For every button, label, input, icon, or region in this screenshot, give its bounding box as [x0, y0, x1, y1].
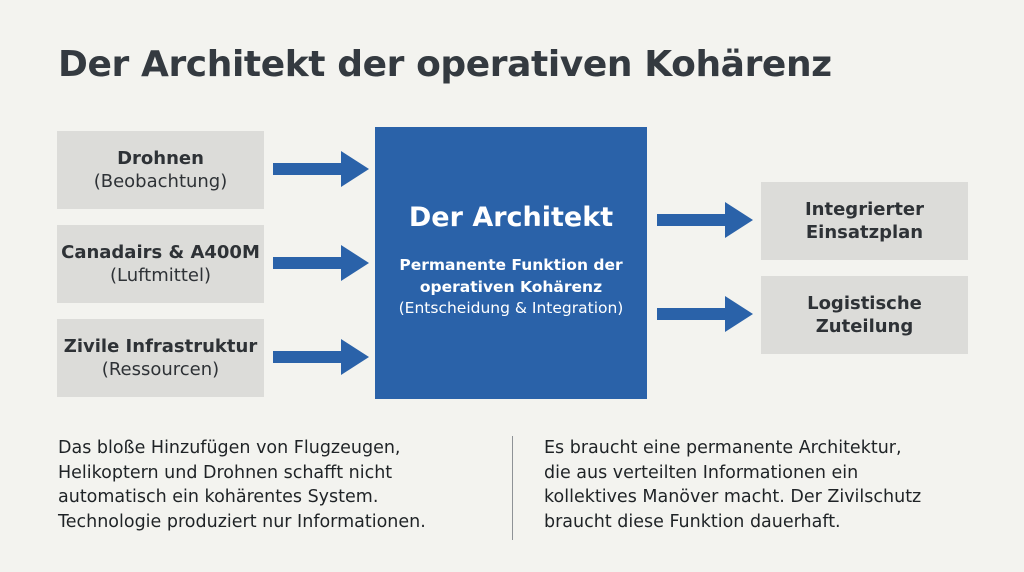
- output-box-line-1: Logistische: [807, 292, 922, 314]
- input-box-sublabel: (Beobachtung): [93, 171, 228, 192]
- input-box-luftmittel: Canadairs & A400M (Luftmittel): [57, 225, 264, 303]
- paragraph-line: automatisch ein kohärentes System.: [58, 487, 379, 507]
- input-box-label: Zivile Infrastruktur: [63, 335, 258, 357]
- output-box-einsatzplan: Integrierter Einsatzplan: [761, 182, 968, 260]
- arrow-right-icon: [273, 245, 369, 281]
- paragraph-line: kollektives Manöver macht. Der Zivilschu…: [544, 487, 922, 507]
- output-box-line-2: Einsatzplan: [805, 222, 924, 243]
- output-box-zuteilung: Logistische Zuteilung: [761, 276, 968, 354]
- architect-title: Der Architekt: [408, 201, 614, 233]
- paragraph-line: Das bloße Hinzufügen von Flugzeugen,: [58, 438, 401, 458]
- arrow-right-icon: [273, 339, 369, 375]
- paragraph-line: Technologie produziert nur Informationen…: [58, 511, 426, 532]
- arrow-right-icon: [273, 151, 369, 187]
- bottom-left-paragraph: Das bloße Hinzufügen von Flugzeugen, Hel…: [58, 436, 426, 534]
- input-box-label: Canadairs & A400M: [61, 241, 260, 263]
- architect-line-3: (Entscheidung & Integration): [398, 299, 624, 318]
- paragraph-line: Helikoptern und Drohnen schafft nicht: [58, 462, 393, 483]
- bottom-right-paragraph: Es braucht eine permanente Architektur, …: [544, 436, 921, 534]
- architect-box: Der Architekt Permanente Funktion der op…: [375, 127, 647, 399]
- input-box-infrastruktur: Zivile Infrastruktur (Ressourcen): [57, 319, 264, 397]
- input-box-drohnen: Drohnen (Beobachtung): [57, 131, 264, 209]
- architect-line-1: Permanente Funktion der: [399, 255, 623, 274]
- arrow-right-icon: [657, 296, 753, 332]
- paragraph-line: die aus verteilten Informationen ein: [544, 462, 859, 483]
- architect-line-2: operativen Kohärenz: [419, 277, 603, 296]
- paragraph-line: braucht diese Funktion dauerhaft.: [544, 511, 841, 532]
- paragraph-line: Es braucht eine permanente Architektur,: [544, 438, 902, 458]
- output-box-line-1: Integrierter: [804, 198, 925, 220]
- input-box-sublabel: (Luftmittel): [110, 265, 211, 286]
- arrow-right-icon: [657, 202, 753, 238]
- input-box-sublabel: (Ressourcen): [101, 359, 220, 380]
- output-box-line-2: Zuteilung: [815, 316, 914, 337]
- input-box-label: Drohnen: [117, 147, 204, 169]
- page-title: Der Architekt der operativen Kohärenz: [58, 44, 832, 85]
- vertical-divider: [512, 436, 513, 540]
